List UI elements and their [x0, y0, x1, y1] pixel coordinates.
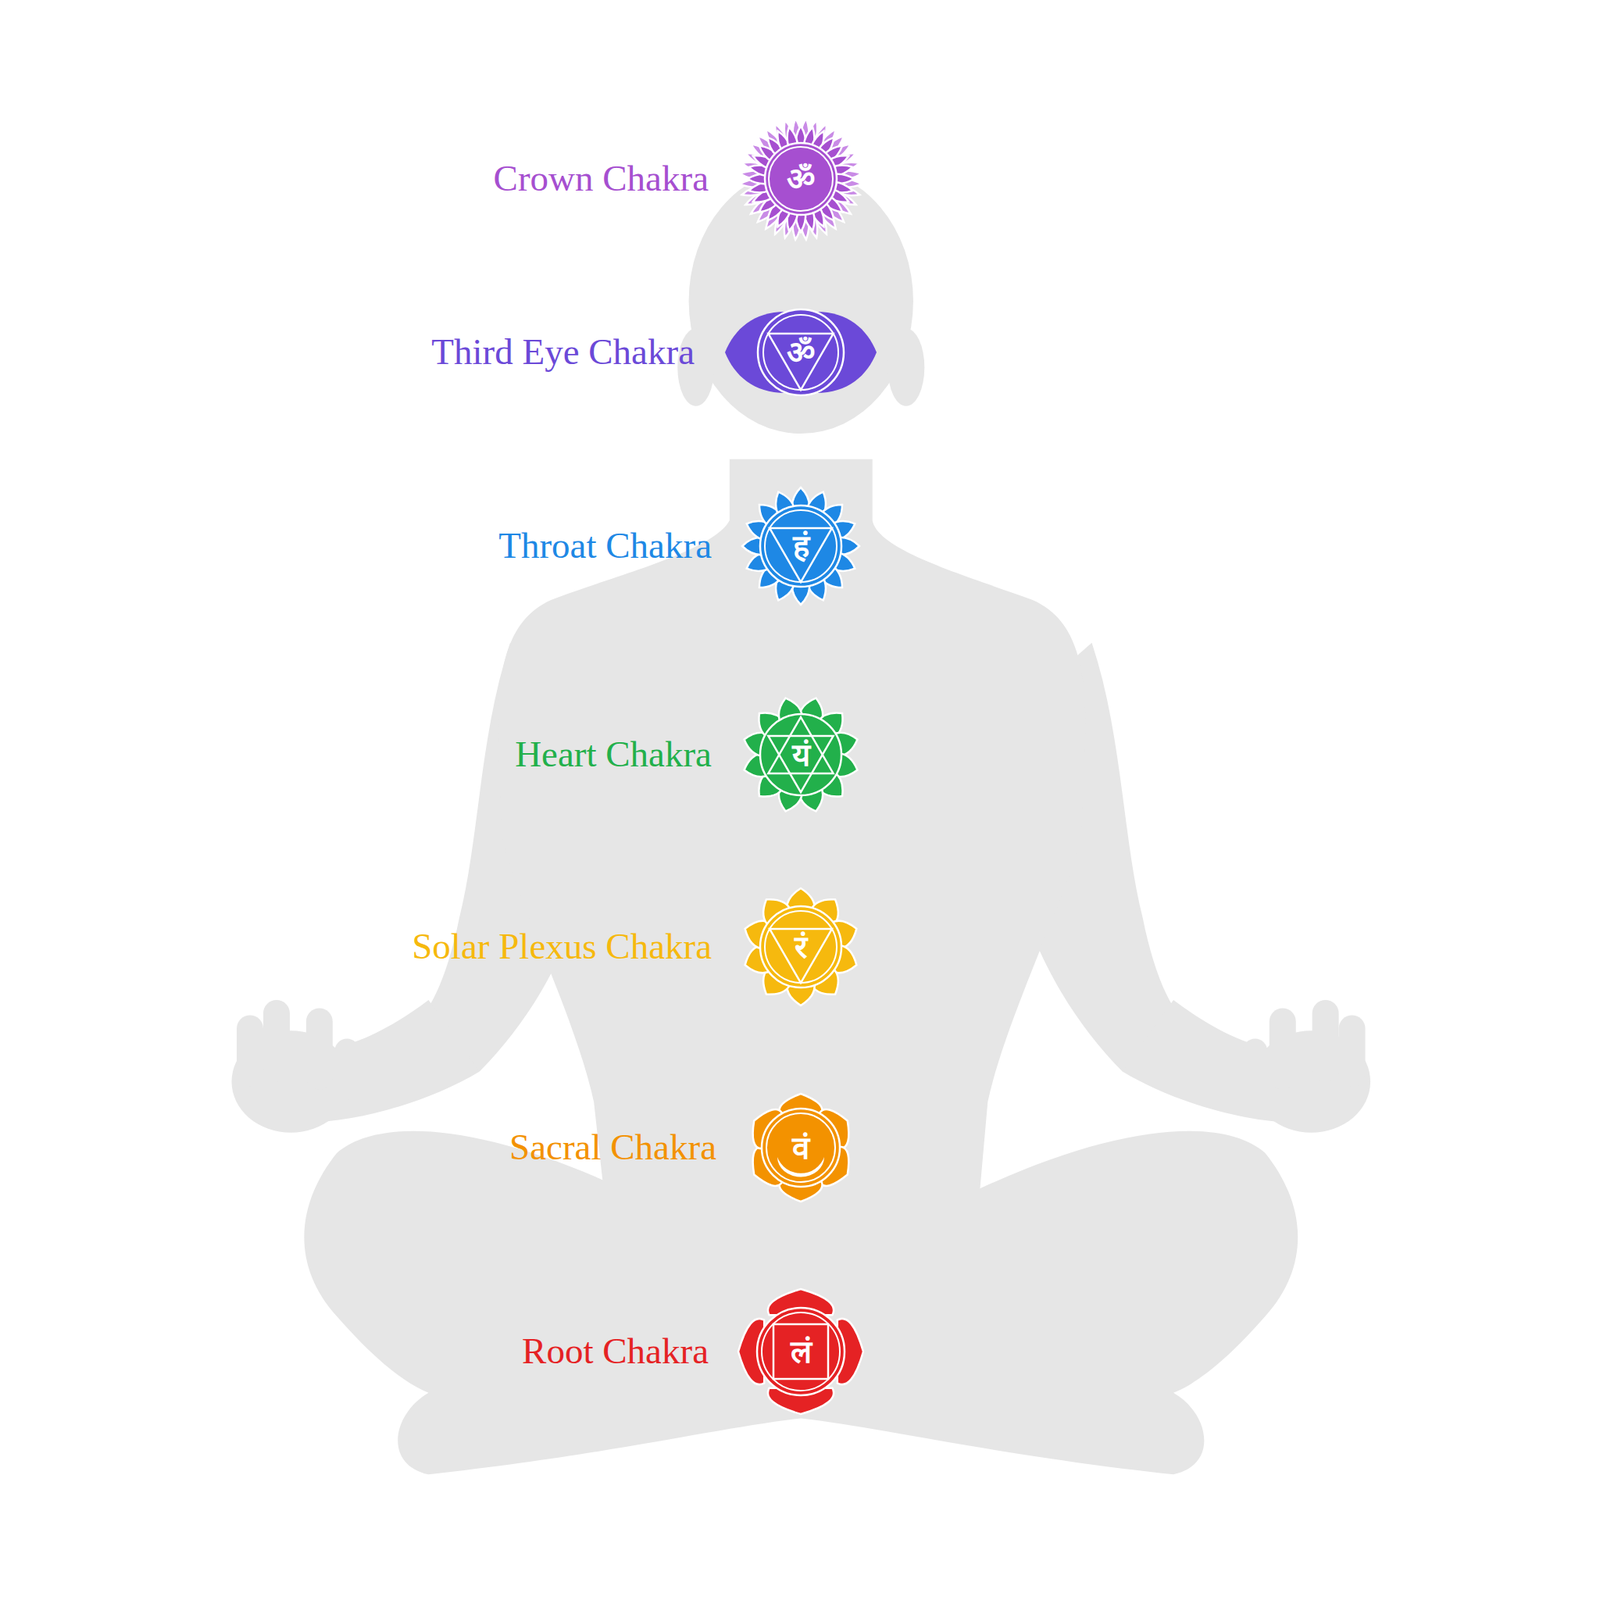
chakra-node: Root Chakra लं — [521, 1289, 864, 1415]
seed-syllable: यं — [792, 739, 811, 771]
seed-syllable: हं — [792, 530, 810, 562]
seed-syllable: वं — [792, 1132, 810, 1164]
chakra-label: Third Eye Chakra — [431, 332, 695, 373]
chakra-node: Throat Chakra हं — [498, 486, 861, 606]
torso — [497, 459, 1086, 1194]
chakra-symbol: ॐ — [724, 307, 878, 398]
chakra-symbol: लं — [738, 1289, 864, 1415]
seed-syllable: रं — [794, 931, 808, 963]
ear — [887, 328, 925, 407]
chakra-label: Crown Chakra — [493, 158, 709, 200]
seed-syllable: ॐ — [786, 336, 815, 368]
chakra-label: Solar Plexus Chakra — [411, 926, 712, 968]
chakra-symbol: वं — [746, 1092, 856, 1203]
chakra-label: Root Chakra — [521, 1331, 709, 1372]
chakra-node: Third Eye Chakra ॐ — [431, 307, 878, 398]
chakra-label: Sacral Chakra — [509, 1127, 717, 1168]
chakra-node: Crown Chakra ॐ — [493, 116, 864, 242]
chakra-symbol: रं — [741, 887, 861, 1007]
chakra-node: Solar Plexus Chakra रं — [411, 887, 861, 1007]
chakra-node: Heart Chakra यं — [514, 695, 861, 815]
chakra-label: Heart Chakra — [514, 734, 712, 775]
seed-syllable: लं — [790, 1335, 812, 1368]
chakra-symbol: ॐ — [738, 116, 864, 242]
chakra-symbol: हं — [741, 486, 861, 606]
chakra-label: Throat Chakra — [498, 525, 712, 567]
chakra-symbol: यं — [741, 695, 861, 815]
seed-syllable: ॐ — [786, 163, 815, 195]
chakra-node: Sacral Chakra वं — [509, 1092, 856, 1203]
